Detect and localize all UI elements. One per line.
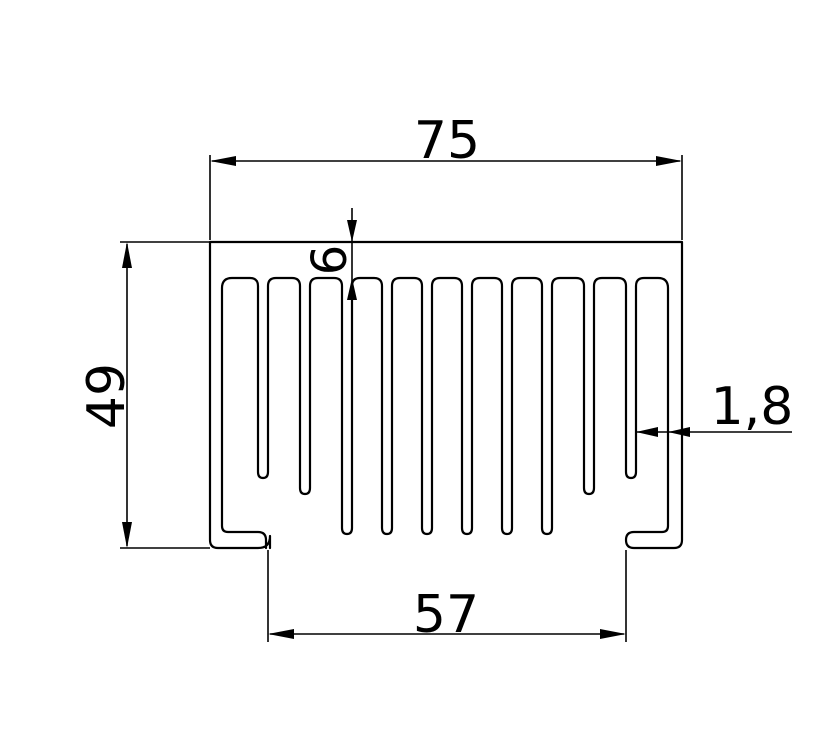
bottom-width-label: 57 [413, 585, 479, 645]
dimension-height: 49 [77, 241, 210, 549]
profile-outline [208, 240, 684, 550]
heatsink-profile [208, 240, 684, 550]
fin-thickness-label: 1,8 [711, 377, 794, 437]
dimension-base-thickness: 6 [302, 208, 358, 310]
overall-width-label: 75 [414, 111, 480, 171]
dimension-overall-width: 75 [209, 111, 683, 240]
dimension-bottom-width: 57 [267, 550, 627, 645]
height-label: 49 [77, 363, 137, 429]
dimension-fin-thickness: 1,8 [636, 377, 793, 437]
base-thickness-label: 6 [302, 245, 358, 276]
